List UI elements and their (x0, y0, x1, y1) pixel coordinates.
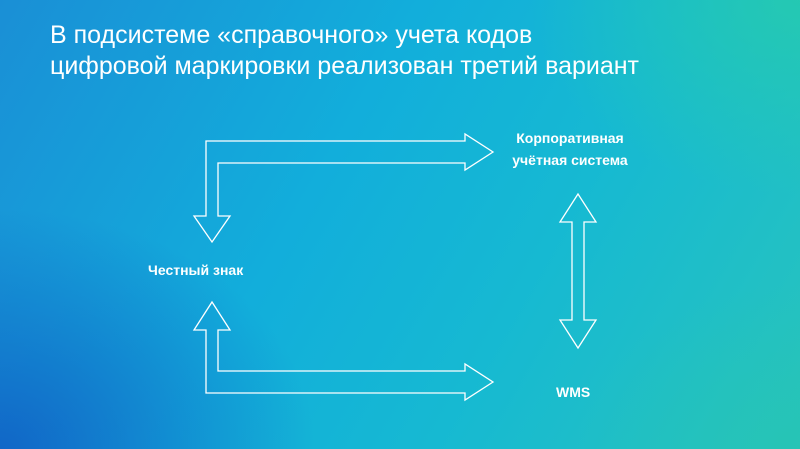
node-corporate-line-1: Корпоративная (516, 130, 624, 146)
slide-title-line-1: В подсистеме «справочного» учета кодов (50, 21, 533, 49)
node-honest-sign: Честный знак (148, 262, 244, 278)
node-wms: WMS (556, 384, 591, 400)
arrow-honest-to-corporate (192, 132, 495, 244)
slide-title-line-2: цифровой маркировки реализован третий ва… (50, 52, 640, 80)
node-corporate-line-2: учётная система (512, 152, 628, 168)
node-corporate-accounting-system: Корпоративная учётная система (470, 127, 670, 171)
arrow-corporate-to-wms (558, 192, 598, 350)
slide-title: В подсистеме «справочного» учета кодов ц… (50, 20, 770, 82)
arrow-honest-to-wms (192, 300, 495, 402)
